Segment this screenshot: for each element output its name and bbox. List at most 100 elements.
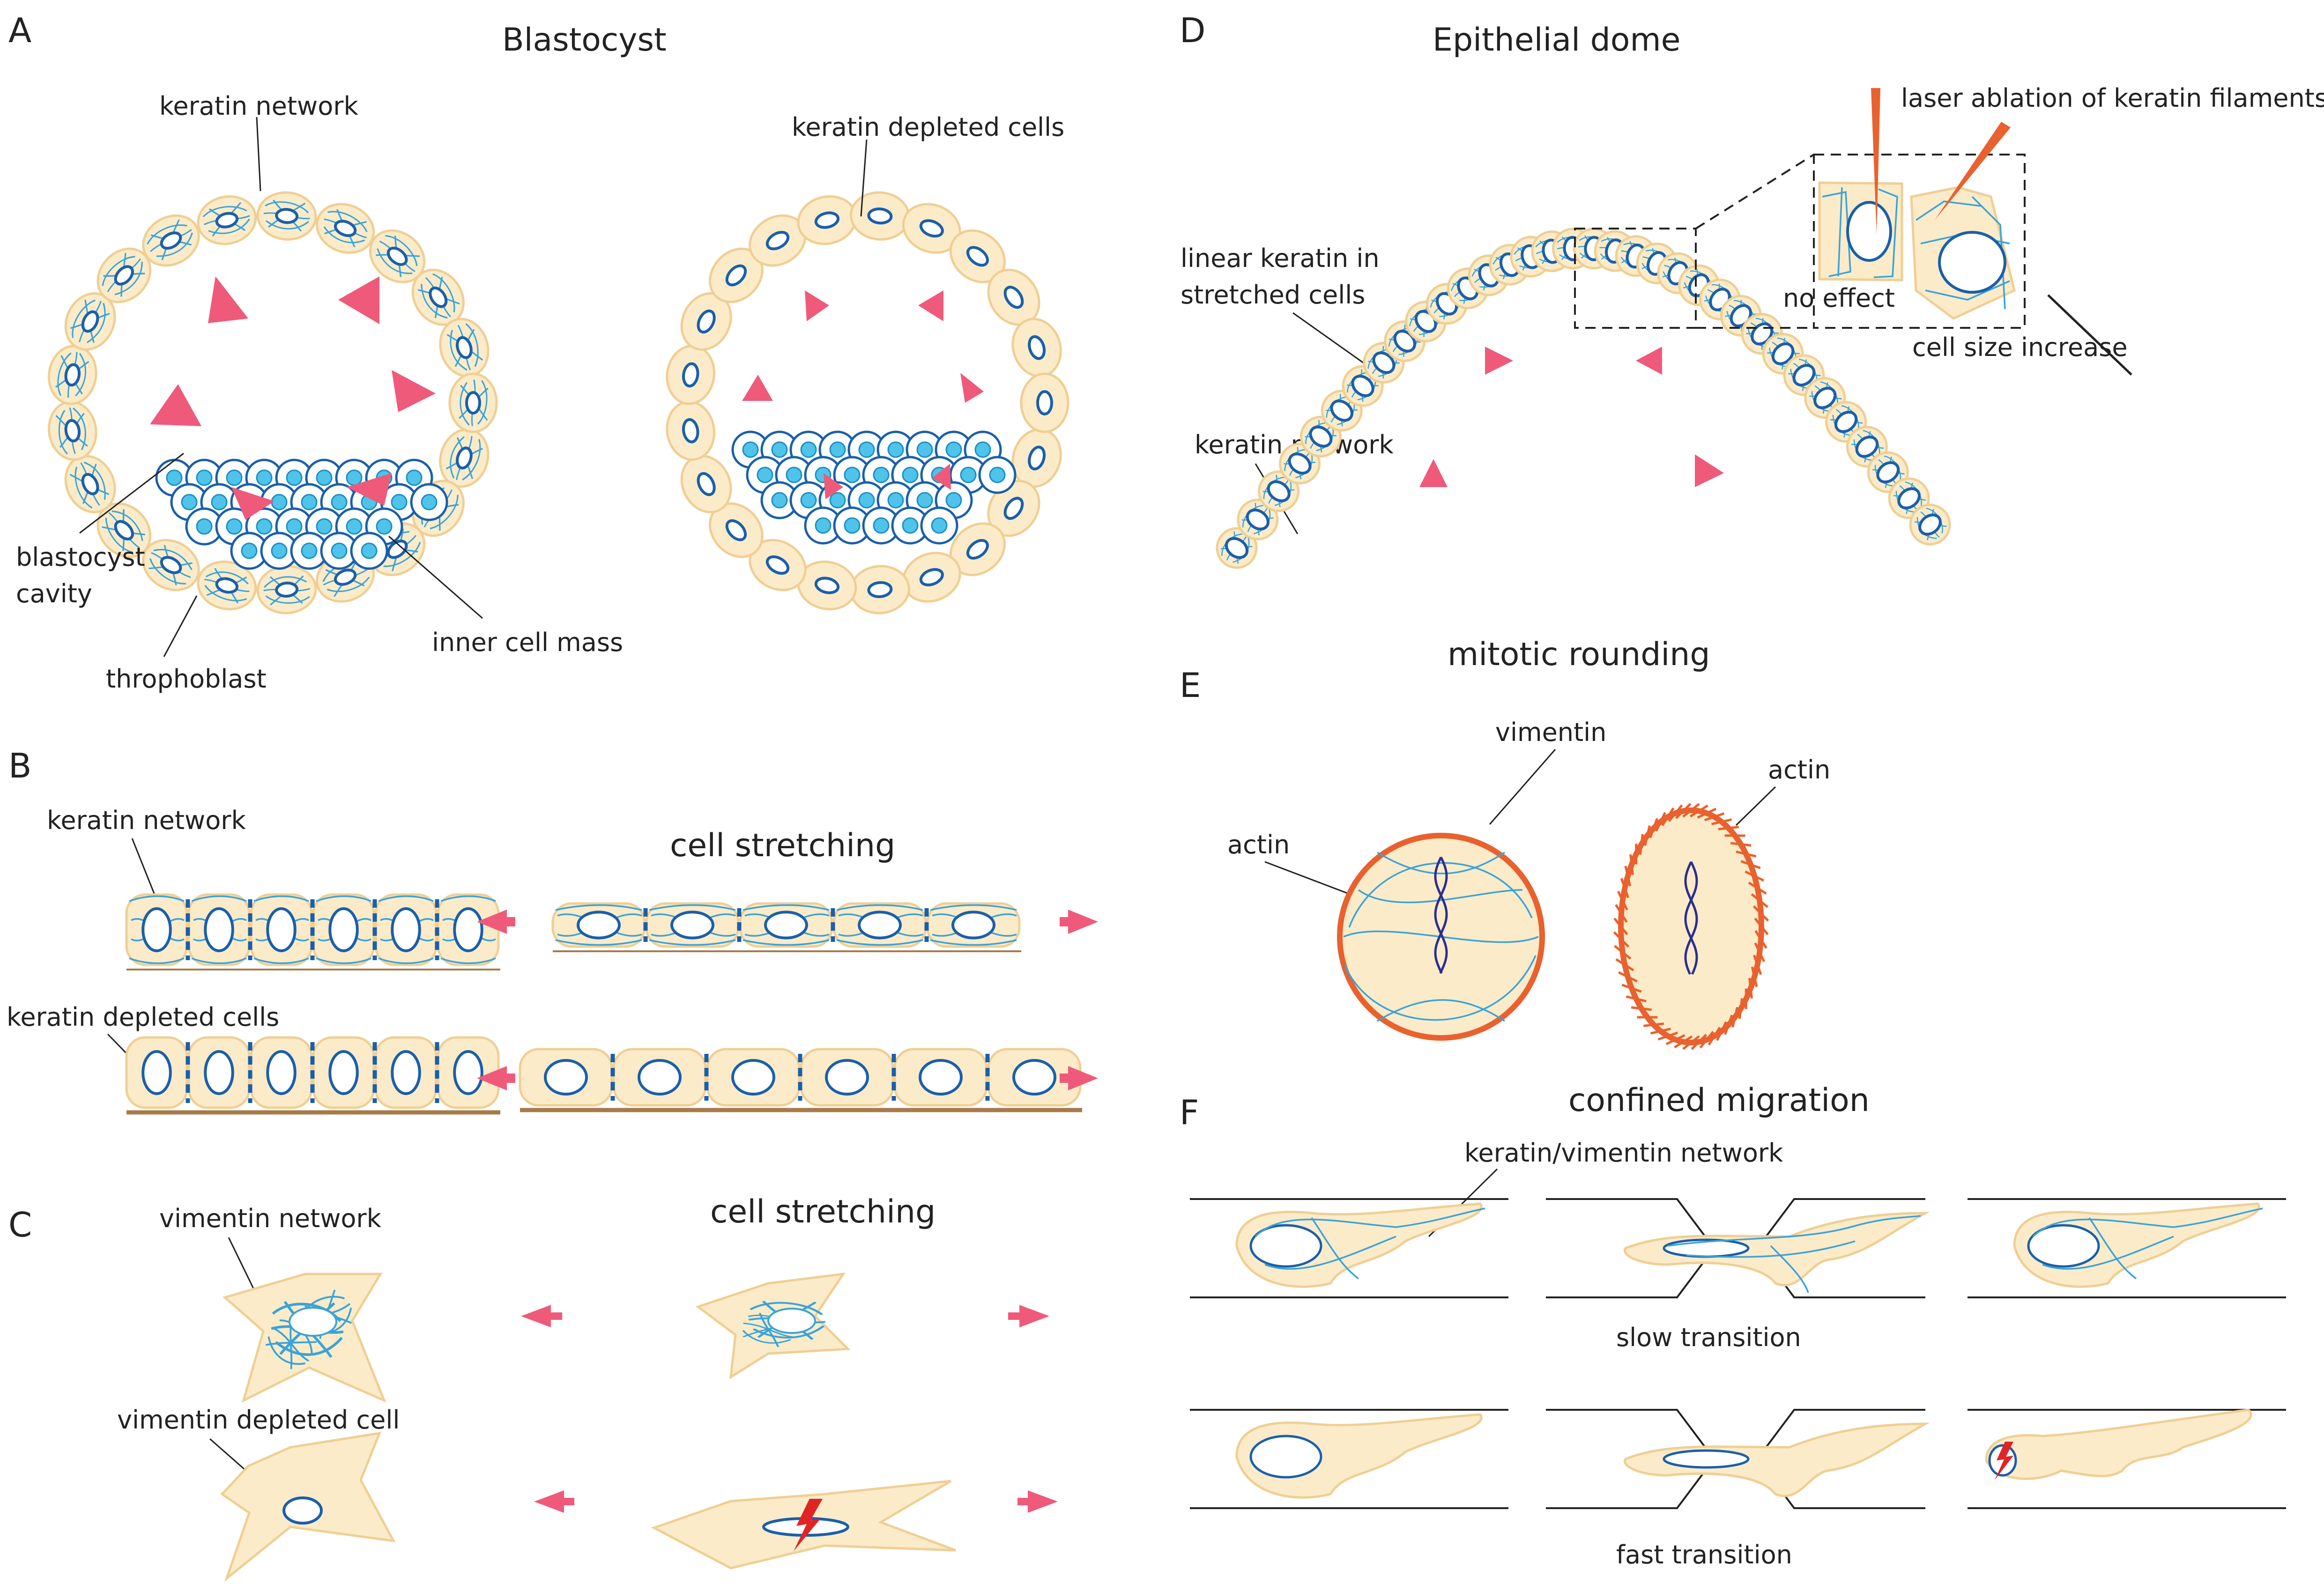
nucleus bbox=[966, 539, 989, 560]
icm-cell bbox=[833, 506, 871, 545]
keratin-filaments bbox=[742, 904, 830, 946]
inset-cells bbox=[1818, 181, 2016, 320]
epithelial-cell bbox=[1020, 372, 1069, 433]
epithelial-cell bbox=[797, 560, 857, 611]
migrating-cells-fast bbox=[1235, 1408, 2252, 1499]
nucleus bbox=[1246, 508, 1270, 531]
epithelial-cell bbox=[248, 893, 313, 966]
nucleus bbox=[141, 1050, 172, 1095]
label-inner-cell-mass: inner cell mass bbox=[432, 628, 623, 657]
panel-b-title: cell stretching bbox=[670, 827, 895, 864]
epithelial-cell bbox=[256, 191, 317, 241]
epithelial-cell bbox=[248, 1036, 313, 1109]
nucleus bbox=[1012, 1059, 1056, 1096]
epithelial-cell bbox=[1216, 527, 1258, 569]
epithelial-cell bbox=[256, 565, 317, 615]
panel-letter-c: C bbox=[8, 1205, 32, 1244]
nucleus bbox=[1897, 487, 1921, 510]
epithelium-keratin-relaxed bbox=[125, 893, 500, 970]
nucleus bbox=[725, 519, 747, 541]
nucleus bbox=[697, 309, 716, 334]
label-vimentin-e: vimentin bbox=[1495, 718, 1606, 747]
label-keratin-depleted-b: keratin depleted cells bbox=[7, 1002, 279, 1032]
panel-f-title: confined migration bbox=[1568, 1082, 1870, 1119]
force-arrow-icon bbox=[1008, 1305, 1049, 1327]
epithelial-cell bbox=[987, 480, 1040, 537]
epithelial-cell bbox=[987, 268, 1040, 326]
icm-nucleus bbox=[211, 494, 228, 511]
nucleus bbox=[697, 472, 716, 496]
epithelial-cell bbox=[439, 428, 490, 488]
icm-nucleus bbox=[331, 542, 348, 559]
epithelial-cell bbox=[551, 902, 646, 948]
epithelial-cell bbox=[97, 247, 152, 304]
icm-nucleus bbox=[858, 492, 875, 509]
nucleus bbox=[867, 207, 893, 225]
nucleus bbox=[334, 569, 357, 586]
nucleus bbox=[919, 568, 944, 586]
icm-nucleus bbox=[916, 492, 933, 509]
epithelial-cell bbox=[186, 1036, 251, 1109]
nucleus bbox=[966, 246, 989, 267]
nucleus bbox=[764, 911, 808, 940]
epithelial-cell bbox=[666, 400, 716, 461]
panel-c-title: cell stretching bbox=[710, 1193, 936, 1230]
label-keratin-network-b: keratin network bbox=[47, 806, 246, 835]
label-linear-keratin-1: linear keratin in bbox=[1181, 244, 1380, 273]
force-arrow-icon bbox=[960, 373, 984, 403]
nucleus bbox=[1003, 286, 1024, 309]
icm-cell bbox=[350, 532, 388, 570]
epithelial-cell bbox=[1237, 498, 1279, 541]
label-actin-left: actin bbox=[1227, 830, 1290, 859]
laser-beam-icon bbox=[1935, 122, 2011, 220]
epithelial-cell bbox=[519, 1048, 613, 1107]
nucleus bbox=[1028, 335, 1046, 360]
force-arrow-icon bbox=[1060, 1066, 1098, 1090]
nucleus bbox=[456, 336, 473, 359]
nucleus bbox=[64, 419, 81, 443]
epithelial-cell bbox=[435, 1036, 500, 1109]
icm-nucleus bbox=[786, 466, 802, 483]
keratin-filaments bbox=[129, 895, 185, 964]
epithelial-cell bbox=[142, 539, 200, 592]
icm-nucleus bbox=[771, 441, 788, 458]
epithelial-cell bbox=[949, 522, 1006, 577]
nucleus bbox=[1372, 351, 1396, 374]
icm-nucleus bbox=[271, 494, 288, 511]
force-arrow-icon bbox=[1485, 347, 1513, 375]
icm-nucleus bbox=[166, 469, 183, 486]
laser-beam-icon bbox=[1871, 88, 1880, 234]
nucleus bbox=[1267, 480, 1291, 503]
force-arrow-icon bbox=[347, 473, 392, 506]
nucleus bbox=[1813, 386, 1837, 409]
icm-nucleus bbox=[844, 517, 861, 534]
epithelial-dome-cells bbox=[1216, 228, 1951, 569]
nucleus bbox=[814, 577, 840, 594]
force-arrow-icon bbox=[477, 910, 515, 934]
cavity-pressure-arrows bbox=[150, 276, 984, 520]
icm-nucleus bbox=[873, 517, 890, 534]
force-arrow-icon bbox=[338, 276, 379, 324]
keratin-filaments bbox=[191, 895, 247, 964]
nucleus bbox=[266, 907, 297, 952]
icm-nucleus bbox=[800, 441, 817, 458]
label-cell-size-increase: cell size increase bbox=[1912, 333, 2128, 362]
dome-pressure-arrows bbox=[1419, 347, 1724, 487]
nucleus bbox=[204, 1050, 234, 1095]
nucleus bbox=[577, 911, 621, 940]
label-blastocyst-cavity-2: cavity bbox=[16, 579, 92, 608]
cell-vimentin-depleted-stretched bbox=[651, 1480, 956, 1570]
keratin-filaments bbox=[555, 904, 642, 946]
icm-nucleus bbox=[301, 542, 318, 559]
epithelial-cell bbox=[610, 1048, 707, 1107]
panel-d: D Epithelial dome laser ablation of kera… bbox=[1180, 11, 2324, 569]
cell-vimentin-stretched bbox=[695, 1272, 851, 1379]
icm-nucleus bbox=[989, 466, 1006, 483]
epithelial-cell bbox=[448, 372, 498, 433]
epithelial-cell bbox=[1258, 470, 1300, 512]
nucleus bbox=[919, 219, 944, 238]
icm-nucleus bbox=[316, 518, 333, 535]
zoom-inset bbox=[1813, 154, 2026, 329]
icm-nucleus bbox=[829, 441, 846, 458]
icm-cell bbox=[260, 532, 298, 570]
